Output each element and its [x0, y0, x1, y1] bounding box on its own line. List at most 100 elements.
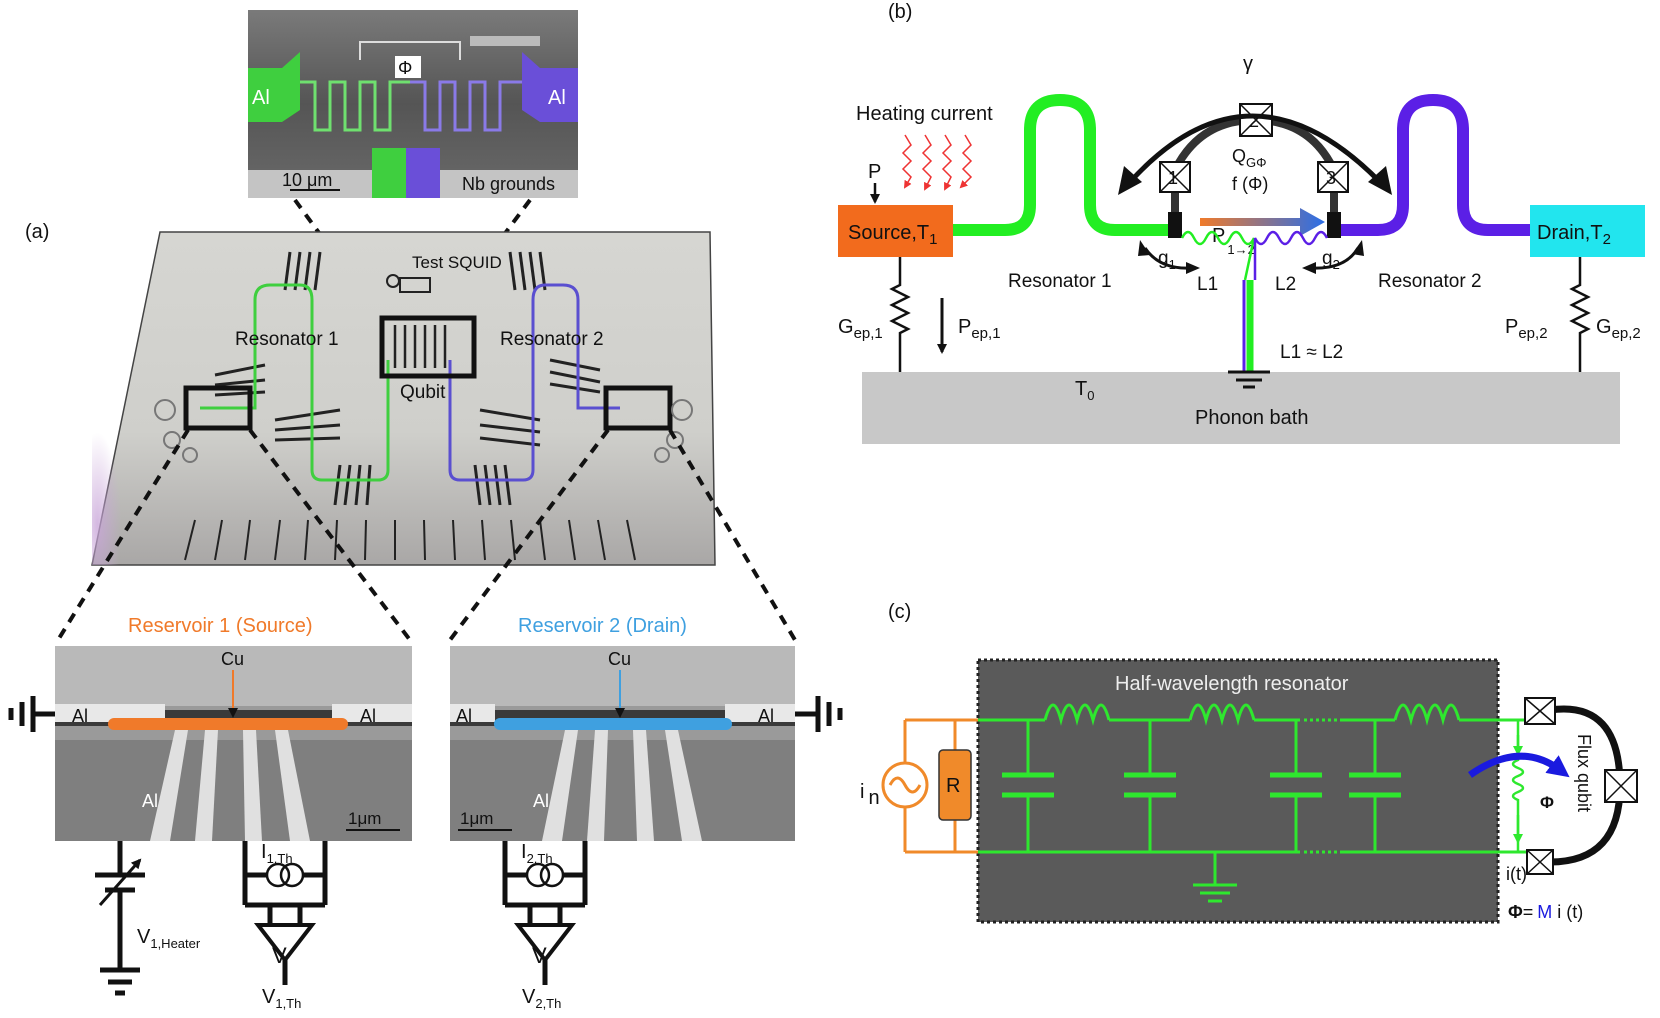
res2-al-right-label: Al: [758, 706, 774, 726]
reservoir-1-title: Reservoir 1 (Source): [128, 615, 313, 637]
chip-qubit-label: Qubit: [400, 382, 446, 403]
al-pad-left: [248, 52, 300, 122]
drain-label: Drain,T2: [1537, 222, 1611, 248]
panel-b: (b) T0 Phonon bath Source,T1 Drain,T2 1: [838, 1, 1645, 444]
phi-label-c: Φ: [1540, 793, 1554, 812]
res1-probes: [150, 730, 310, 841]
it-label: i(t): [1506, 864, 1527, 884]
meander-green: [300, 80, 410, 132]
qubit-loop-line: [359, 41, 461, 60]
chip-corner-glow: [92, 300, 160, 565]
gamma-label: γ: [1243, 53, 1253, 75]
gep1-label: Gep,1: [838, 316, 883, 342]
v2-symbol: V: [532, 943, 547, 968]
i1-th-label: I1,Th: [261, 841, 293, 866]
g2-arrowhead-b: [1352, 240, 1364, 256]
res2-al-left-label: Al: [456, 706, 472, 726]
l2-label: L2: [1275, 274, 1296, 295]
res1-ground-icon: [8, 696, 55, 732]
feed-purple: [406, 148, 440, 198]
q-g-phi-label: QGΦ: [1232, 146, 1267, 170]
source-label: Source,T1: [848, 222, 938, 248]
panel-a: (a) Φ Al Al 10 μm Nb grounds: [8, 10, 843, 1011]
qubit-junction-top: [1524, 697, 1556, 725]
resonator-2-label-b: Resonator 2: [1378, 271, 1482, 292]
res1-al-left-label: Al: [72, 706, 88, 726]
inductor-c-2: [1188, 703, 1256, 726]
chip-resonator-1-label: Resonator 1: [235, 329, 339, 350]
heating-current-label: Heating current: [856, 103, 993, 125]
flux-qubit-label: Flux qubit: [1574, 734, 1594, 812]
resonator-1-label-b: Resonator 1: [1008, 271, 1112, 292]
sem-al-right: Al: [548, 87, 566, 109]
sem-flux-symbol: Φ: [398, 58, 412, 78]
res1-cu-label: Cu: [221, 649, 244, 669]
inductor-c-3: [1393, 703, 1461, 726]
res1-bottom: [55, 740, 412, 841]
res2-bottom: [450, 740, 795, 841]
source-box[interactable]: [838, 205, 953, 257]
p-label: P: [868, 161, 881, 183]
al-pad-right: [522, 52, 578, 122]
josephson-junction-1: 1: [1159, 161, 1191, 193]
zoom-line-res2-right: [668, 428, 797, 642]
gep1-resistor: [889, 257, 911, 372]
v1-heater-label: V1,Heater: [137, 926, 201, 951]
inductor-c-1: [1043, 703, 1111, 726]
res2-al-left: [450, 704, 495, 722]
phi-equation: Φ=M i (t): [1508, 902, 1583, 922]
josephson-junction-2: 2: [1239, 103, 1273, 137]
capacitors: [1002, 720, 1401, 852]
pickup-coil: [1511, 720, 1525, 852]
noise-source-loop: [881, 718, 978, 854]
p12-arrow: [1200, 208, 1325, 236]
qubit-box-traces: [393, 325, 447, 368]
res2-top-band: [450, 646, 795, 706]
josephson-junction-3: 3: [1317, 161, 1349, 193]
res1-scale-label: 1μm: [348, 809, 381, 828]
res2-probes: [542, 730, 702, 841]
panel-c: (c) Half-wavelength resonator: [860, 601, 1638, 924]
res2-al-right: [725, 704, 795, 722]
feed-green: [372, 148, 406, 198]
panel-b-label: (b): [888, 1, 912, 23]
g2-arrowhead-a: [1302, 262, 1316, 274]
l1-label: L1: [1197, 274, 1218, 295]
flux-box: [395, 56, 421, 78]
res2-ground-icon: [795, 696, 843, 732]
gamma-arrow-arc: [1128, 113, 1382, 184]
heater-variable-arrow: [98, 858, 142, 906]
zoom-box-reservoir-1: [183, 385, 253, 431]
v1-symbol: V: [272, 943, 287, 968]
jj3-label: 3: [1326, 168, 1336, 188]
reservoir-2-sem: Reservoir 2 (Drain) Cu Al Al Al 1μm: [450, 615, 843, 841]
test-squid-pad: [386, 274, 400, 288]
sem-scale-label: 10 μm: [282, 170, 332, 190]
drain-box[interactable]: [1530, 205, 1645, 257]
g1-arrowhead-a: [1138, 240, 1150, 256]
panel-c-label: (c): [888, 601, 911, 623]
pep2-label: Pep,2: [1505, 316, 1548, 342]
jj1-label: 1: [1168, 168, 1178, 188]
sem-al-left: Al: [252, 87, 270, 109]
g1-label: g1: [1158, 248, 1176, 272]
gamma-arrow-head-right: [1368, 166, 1392, 195]
v1-th-label: V1,Th: [262, 986, 301, 1011]
ground-icon-b: [1228, 370, 1270, 389]
resonator-2-line: [1338, 93, 1530, 236]
g2-label: g2: [1322, 248, 1340, 272]
gep2-resistor: [1569, 257, 1591, 372]
thermometer-circuit-1: [242, 841, 328, 985]
res1-al-right: [332, 704, 412, 722]
inductor-l2: [1253, 230, 1329, 280]
sem-top-inset: Φ Al Al 10 μm Nb grounds: [248, 10, 578, 198]
coupler-pad-2: [1327, 212, 1341, 238]
p12-label: P1→2: [1212, 225, 1255, 257]
zoom-box-qubit: [379, 315, 477, 379]
res2-cu-strip: [494, 718, 732, 730]
i2-th-label: I2,Th: [521, 841, 553, 866]
chip-resonator-2-label: Resonator 2: [500, 329, 604, 350]
thermometer-circuit-2: [502, 841, 588, 985]
gep2-label: Gep,2: [1596, 316, 1641, 342]
